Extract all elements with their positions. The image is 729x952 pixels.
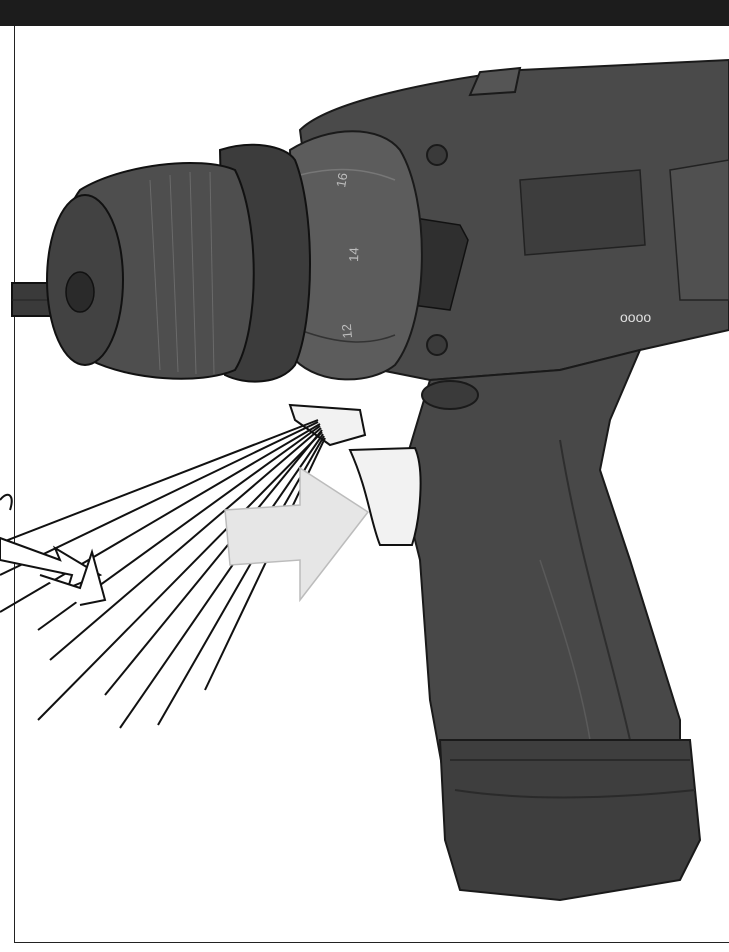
action-lines bbox=[0, 419, 326, 729]
outline-arrows bbox=[0, 493, 107, 606]
frame-left-rule bbox=[14, 26, 15, 943]
battery-led-indicator: oooo bbox=[620, 309, 651, 325]
dial-mark-16: 16 bbox=[333, 172, 350, 189]
dial-mark-14: 14 bbox=[346, 247, 361, 262]
direction-arrow-icon bbox=[224, 466, 370, 603]
header-bar bbox=[0, 0, 729, 26]
frame-bottom-rule bbox=[14, 942, 729, 943]
trigger bbox=[288, 403, 422, 546]
torque-collar bbox=[288, 130, 423, 381]
dial-mark-12: 12 bbox=[339, 323, 355, 339]
chuck bbox=[46, 143, 311, 383]
